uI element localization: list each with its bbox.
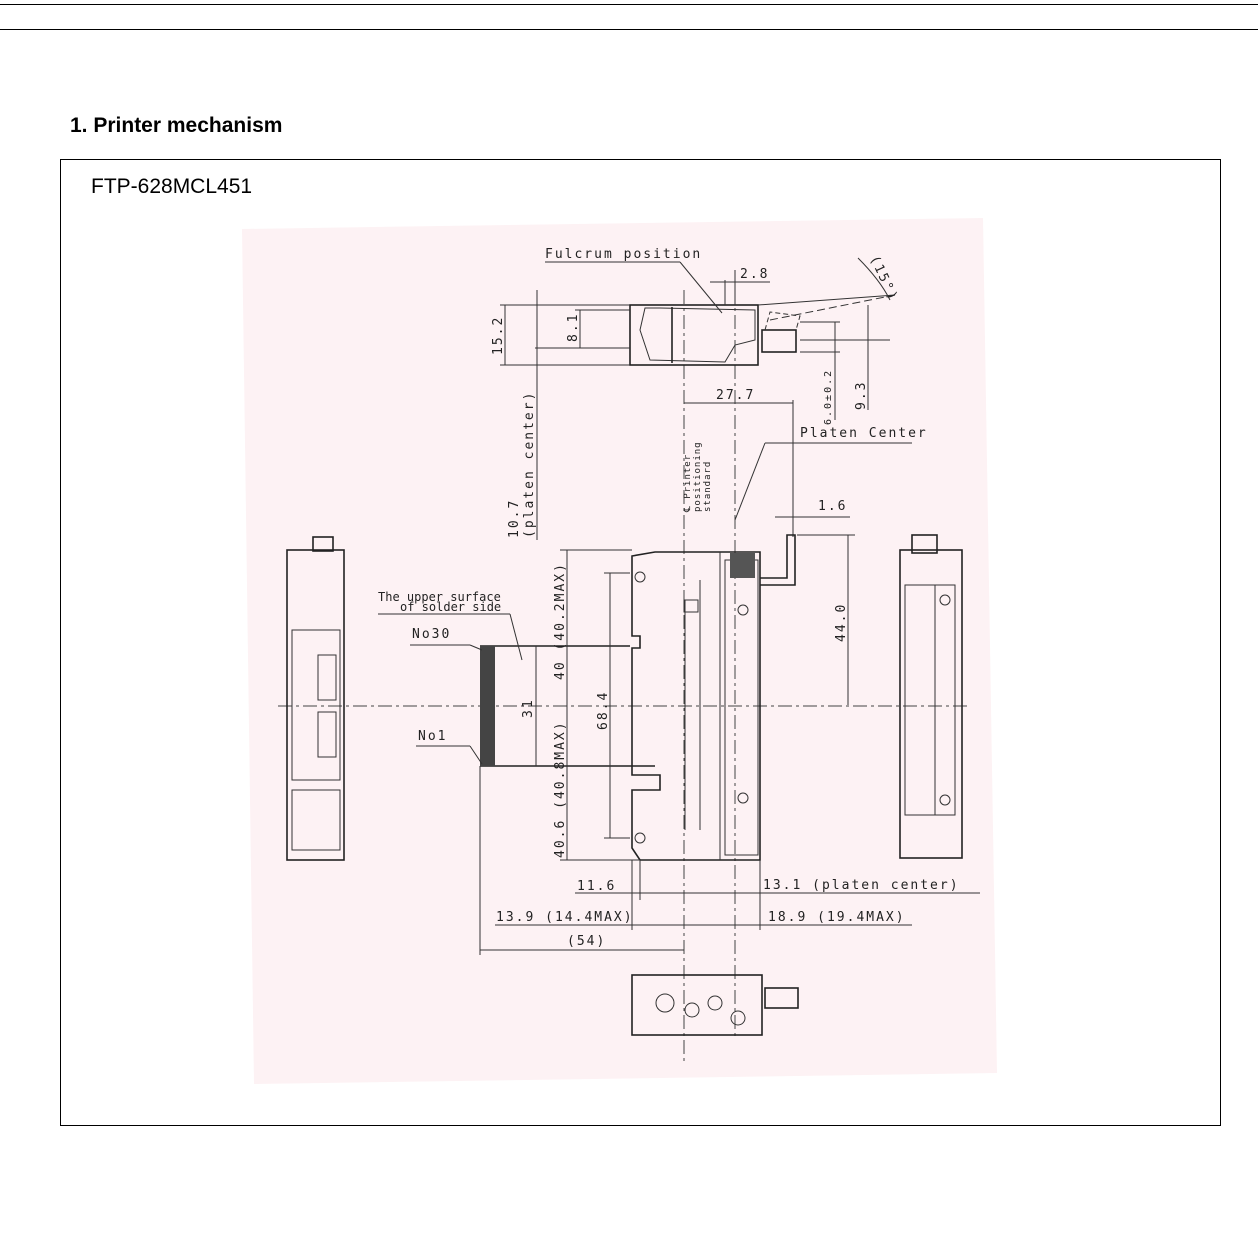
fulcrum-label: Fulcrum position xyxy=(545,247,702,262)
dim-1-6: 1.6 xyxy=(818,499,847,514)
header-rule-bottom xyxy=(0,29,1258,30)
dim-40-upper: 40 (40.2MAX) xyxy=(553,562,568,680)
positioning-label-1: ℄ Printer xyxy=(683,454,693,513)
top-view xyxy=(500,257,912,540)
dim-9-3: 9.3 xyxy=(854,381,869,410)
no30-label: No30 xyxy=(412,627,451,642)
dim-11-6: 11.6 xyxy=(577,879,616,894)
section-title: 1. Printer mechanism xyxy=(70,114,283,137)
platen-center-label: Platen Center xyxy=(800,426,928,441)
positioning-label-3: standard xyxy=(703,461,713,512)
header-rule-top xyxy=(0,4,1258,5)
dim-54: (54) xyxy=(567,934,606,949)
right-side-view xyxy=(899,534,963,859)
dim-27-7: 27.7 xyxy=(716,388,755,403)
dim-18-9: 18.9 (19.4MAX) xyxy=(768,910,906,925)
bottom-view xyxy=(631,974,799,1036)
dim-44-0: 44.0 xyxy=(834,603,849,642)
dim-15-2: 15.2 xyxy=(491,316,506,355)
dim-2-8: 2.8 xyxy=(740,267,769,282)
dim-68-4: 68.4 xyxy=(596,691,611,730)
positioning-label-2: positioning xyxy=(693,441,703,512)
dim-31: 31 xyxy=(521,698,536,718)
dim-10-7-note: (platen center) xyxy=(522,391,537,538)
drawing-background xyxy=(242,218,997,1084)
dim-13-1: 13.1 (platen center) xyxy=(763,878,960,893)
figure-frame xyxy=(60,159,1221,1126)
model-name: FTP-628MCL451 xyxy=(91,175,253,198)
solder-label-1: The upper surface xyxy=(378,590,501,604)
dim-40-lower: 40.6 (40.8MAX) xyxy=(553,720,568,858)
no1-label: No1 xyxy=(418,729,447,744)
dim-13-9: 13.9 (14.4MAX) xyxy=(496,910,634,925)
dim-10-7: 10.7 xyxy=(507,499,522,538)
solder-label-2: of solder side xyxy=(400,600,501,614)
dim-6-0: 6.0±0.2 xyxy=(823,369,834,425)
dim-8-1: 8.1 xyxy=(566,313,581,342)
left-side-view xyxy=(286,536,345,861)
front-view xyxy=(378,534,980,955)
